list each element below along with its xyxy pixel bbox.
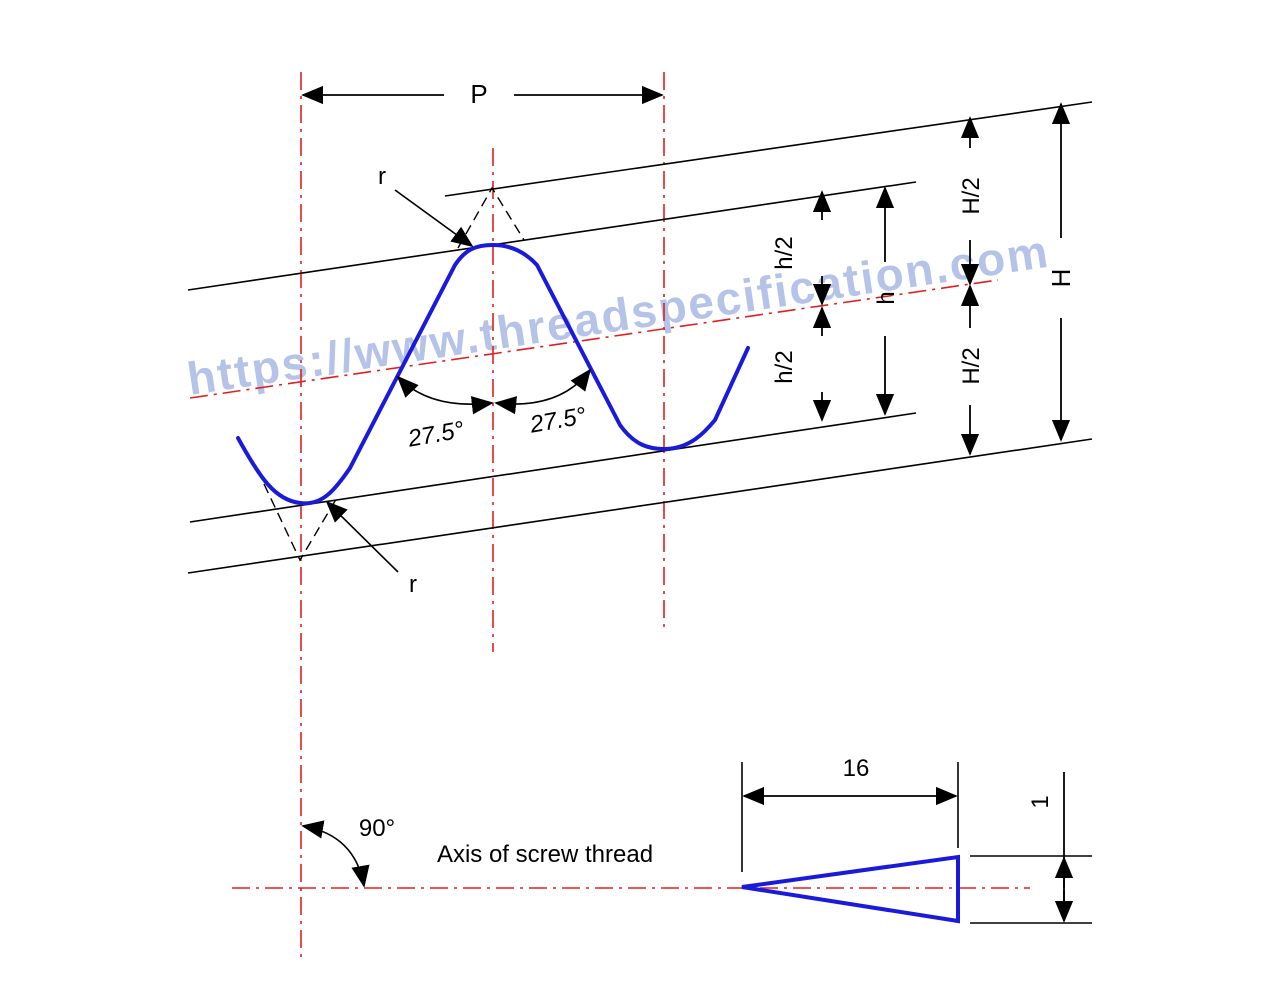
h-half-label-lower: h/2 — [771, 350, 798, 383]
flank-angle-arcs — [396, 368, 592, 415]
sharp-crest-line — [444, 101, 1093, 197]
right-angle-label: 90° — [359, 815, 395, 842]
extension-lines — [741, 762, 1092, 924]
pitch-label: P — [470, 79, 487, 109]
axis-label: Axis of screw thread — [437, 841, 653, 868]
taper-run-label: 16 — [843, 755, 870, 782]
crest-line — [187, 181, 917, 291]
taper-rise-label: 1 — [1027, 795, 1054, 808]
watermark: https://www.threadspecification.com — [184, 225, 1053, 405]
thread-mean-line — [189, 279, 999, 399]
H-label: H — [1046, 269, 1076, 288]
radius-leaders — [325, 189, 474, 573]
H-half-label-lower: H/2 — [958, 347, 985, 384]
flank-angle-left: 27.5° — [405, 416, 467, 453]
taper-triangle — [741, 854, 960, 924]
h-label: h — [873, 291, 900, 304]
H-half-label-upper: H/2 — [958, 177, 985, 214]
flank-angle-right: 27.5° — [527, 402, 589, 439]
sharp-root-line — [187, 438, 1093, 574]
h-half-label-upper: h/2 — [771, 236, 798, 269]
radius-label-bottom: r — [409, 571, 417, 598]
right-angle-arc — [301, 820, 370, 888]
thread-profile — [236, 243, 750, 506]
center-lines — [189, 72, 1030, 958]
watermark-text: https://www.threadspecification.com — [184, 225, 1053, 405]
radius-label-top: r — [378, 163, 386, 190]
